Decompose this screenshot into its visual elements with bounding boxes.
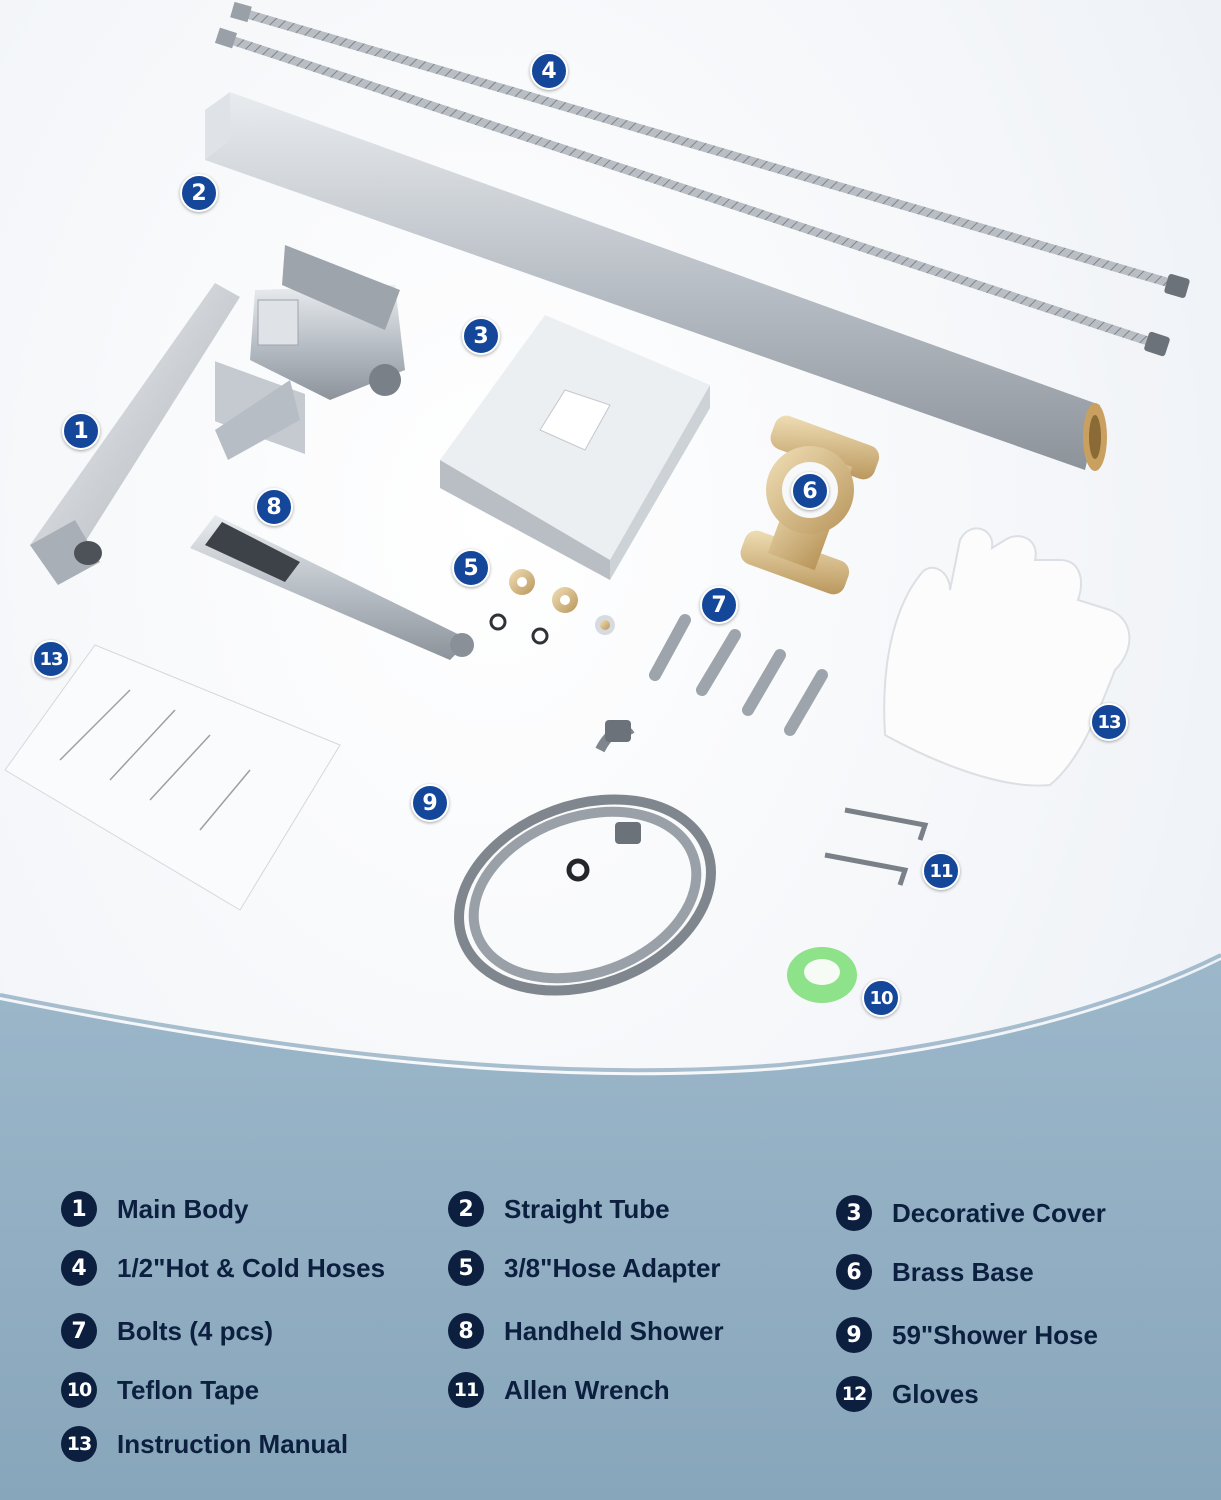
photo-badge-2: 2 xyxy=(180,174,218,212)
handheld-shower xyxy=(190,515,474,660)
legend-item-8: 8 Handheld Shower xyxy=(448,1313,724,1349)
legend-item-10: 10 Teflon Tape xyxy=(61,1372,259,1408)
legend-number: 12 xyxy=(836,1376,872,1412)
legend-label: Instruction Manual xyxy=(117,1428,349,1459)
legend-item-13: 13 Instruction Manual xyxy=(61,1426,348,1462)
legend-label: Brass Base xyxy=(892,1256,1034,1287)
legend-item-9: 9 59"Shower Hose xyxy=(836,1317,1098,1353)
legend-label: Straight Tube xyxy=(504,1193,670,1224)
allen-wrenches xyxy=(824,807,929,886)
photo-badge-13-gloves: 13 xyxy=(1090,703,1128,741)
legend-label: Decorative Cover xyxy=(892,1197,1106,1228)
legend-item-3: 3 Decorative Cover xyxy=(836,1195,1106,1231)
legend-number: 1 xyxy=(61,1191,97,1227)
legend-number: 6 xyxy=(836,1254,872,1290)
photo-badge-5: 5 xyxy=(452,549,490,587)
legend-number: 5 xyxy=(448,1250,484,1286)
legend-label: 59"Shower Hose xyxy=(892,1319,1098,1350)
legend-label: Handheld Shower xyxy=(504,1315,724,1346)
legend-label: 1/2"Hot & Cold Hoses xyxy=(117,1252,386,1283)
photo-badge-7: 7 xyxy=(700,586,738,624)
legend-item-5: 5 3/8"Hose Adapter xyxy=(448,1250,721,1286)
legend-item-1: 1 Main Body xyxy=(61,1191,248,1227)
legend-item-11: 11 Allen Wrench xyxy=(448,1372,670,1408)
photo-badge-11: 11 xyxy=(922,852,960,890)
legend-number: 3 xyxy=(836,1195,872,1231)
photo-badge-10: 10 xyxy=(862,979,900,1017)
legend-item-6: 6 Brass Base xyxy=(836,1254,1034,1290)
legend-number: 9 xyxy=(836,1317,872,1353)
legend-label: Allen Wrench xyxy=(504,1374,670,1405)
legend-label: Bolts (4 pcs) xyxy=(117,1315,274,1346)
photo-badge-13-manual: 13 xyxy=(32,640,70,678)
shower-hose xyxy=(454,720,716,996)
photo-badge-8: 8 xyxy=(255,488,293,526)
legend-panel-background xyxy=(0,960,1221,1500)
hot-cold-hoses xyxy=(214,1,1190,357)
legend-label: Main Body xyxy=(117,1193,249,1224)
legend-label: 3/8"Hose Adapter xyxy=(504,1252,721,1283)
legend-item-7: 7 Bolts (4 pcs) xyxy=(61,1313,273,1349)
photo-badge-1: 1 xyxy=(62,412,100,450)
legend-number: 2 xyxy=(448,1191,484,1227)
main-body-faucet xyxy=(30,245,405,585)
legend-number: 11 xyxy=(448,1372,484,1408)
legend-label: Gloves xyxy=(892,1378,979,1409)
legend-label: Teflon Tape xyxy=(117,1374,260,1405)
legend-number: 8 xyxy=(448,1313,484,1349)
straight-tube xyxy=(205,92,1107,471)
photo-badge-6: 6 xyxy=(791,472,829,510)
legend-number: 13 xyxy=(61,1426,97,1462)
instruction-manual xyxy=(4,644,341,911)
expansion-bolts xyxy=(649,614,828,736)
hose-adapters xyxy=(489,569,615,645)
legend-item-4: 4 1/2"Hot & Cold Hoses xyxy=(61,1250,385,1286)
legend-number: 10 xyxy=(61,1372,97,1408)
teflon-tape xyxy=(787,947,857,1003)
legend-item-2: 2 Straight Tube xyxy=(448,1191,670,1227)
photo-badge-9: 9 xyxy=(411,784,449,822)
decorative-cover xyxy=(440,315,710,580)
legend-item-12: 12 Gloves xyxy=(836,1376,979,1412)
legend-number: 4 xyxy=(61,1250,97,1286)
gloves xyxy=(883,527,1131,787)
legend-number: 7 xyxy=(61,1313,97,1349)
photo-badge-4: 4 xyxy=(530,52,568,90)
photo-badge-3: 3 xyxy=(462,317,500,355)
